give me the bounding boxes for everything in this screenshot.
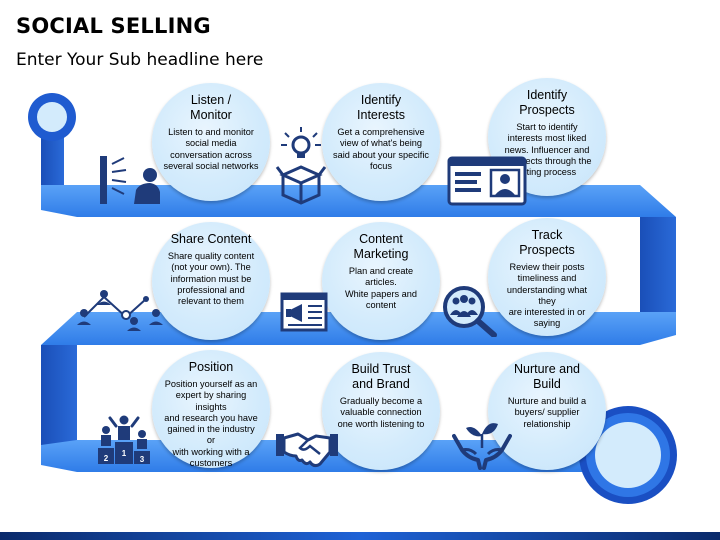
step-description: Gradually become a valuable connection o… <box>337 396 425 429</box>
slide-title: SOCIAL SELLING <box>16 14 211 38</box>
newspaper-megaphone-icon <box>280 292 328 332</box>
step-description: Share quality content (not your own). Th… <box>167 251 255 307</box>
step-title: Identify Interests <box>357 93 405 122</box>
magnifier-people-icon <box>443 286 497 337</box>
step-track-prospects: Track Prospects Review their posts timel… <box>488 218 606 336</box>
step-description: Listen to and monitor social media conve… <box>163 127 259 171</box>
step-content-marketing: Content Marketing Plan and create articl… <box>322 222 440 340</box>
id-card-icon <box>447 156 527 206</box>
start-ring <box>28 93 76 141</box>
podium-number: 2 <box>104 454 109 463</box>
band-segment-left <box>41 345 77 465</box>
step-description: Start to identify interests most liked n… <box>503 122 592 178</box>
step-description: Position yourself as an expert by sharin… <box>164 379 258 469</box>
handshake-icon <box>276 432 338 468</box>
step-description: Nurture and build a buyers/ supplier rel… <box>507 396 587 429</box>
step-title: Position <box>188 360 234 374</box>
listening-person-icon <box>100 156 160 204</box>
step-build-trust: Build Trust and Brand Gradually become a… <box>322 352 440 470</box>
step-title: Nurture and Build <box>513 362 580 391</box>
step-title: Share Content <box>170 232 252 246</box>
step-title: Track Prospects <box>519 228 575 257</box>
footer-bar <box>0 532 720 540</box>
step-description: Plan and create articles. White papers a… <box>344 266 417 310</box>
step-share-content: Share Content Share quality content (not… <box>152 222 270 340</box>
network-graph-icon <box>77 290 163 331</box>
step-position: Position Position yourself as an expert … <box>152 350 270 468</box>
podium-number: 1 <box>122 449 127 458</box>
step-listen-monitor: Listen / Monitor Listen to and monitor s… <box>152 83 270 201</box>
band-segment-right <box>640 217 676 335</box>
step-identify-interests: Identify Interests Get a comprehensive v… <box>322 83 440 201</box>
end-ring <box>579 406 677 504</box>
step-description: Review their posts timeliness and unders… <box>506 262 588 329</box>
step-title: Content Marketing <box>353 232 409 261</box>
step-identify-prospects: Identify Prospects Start to identify int… <box>488 78 606 196</box>
step-description: Get a comprehensive view of what's being… <box>332 127 429 171</box>
idea-box-icon <box>275 127 327 205</box>
podium-icon: 2 1 3 <box>98 415 150 464</box>
step-title: Listen / Monitor <box>190 93 232 122</box>
podium-number: 3 <box>140 455 145 464</box>
step-nurture-build: Nurture and Build Nurture and build a bu… <box>488 352 606 470</box>
step-title: Identify Prospects <box>519 88 575 117</box>
slide-subtitle: Enter Your Sub headline here <box>16 50 264 70</box>
step-title: Build Trust and Brand <box>351 362 411 391</box>
hands-plant-icon <box>452 423 512 470</box>
